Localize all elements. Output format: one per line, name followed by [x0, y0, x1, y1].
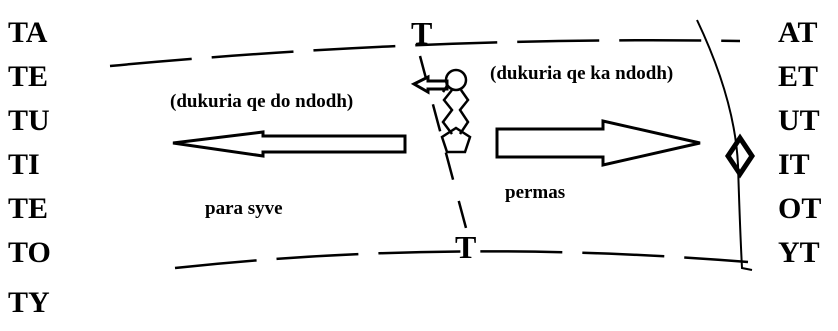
top-boundary-curve — [109, 39, 741, 68]
right-syllable: IT — [778, 148, 810, 181]
right-syllable: UT — [778, 104, 820, 137]
right-arrow-icon — [495, 119, 701, 167]
right-syllable: AT — [778, 16, 817, 49]
left-syllable: TA — [8, 16, 48, 49]
future-caption: (dukuria qe do ndodh) — [170, 91, 353, 112]
ahead-label: para syve — [205, 198, 283, 219]
diamond-icon — [724, 133, 756, 179]
past-caption: (dukuria qe ka ndodh) — [490, 63, 673, 84]
left-syllable-column: TA TE TU TI TE TO TY — [8, 16, 51, 319]
left-syllable: TE — [8, 192, 48, 225]
right-syllable-column: AT ET UT IT OT YT — [778, 16, 821, 269]
left-syllable: TU — [8, 104, 50, 137]
present-boundary-curve — [696, 19, 753, 271]
right-syllable: YT — [778, 236, 820, 269]
left-syllable: TO — [8, 236, 51, 269]
top-t-marker: T — [411, 15, 432, 51]
left-arrow-icon — [172, 130, 407, 158]
right-syllable: OT — [778, 192, 821, 225]
bottom-boundary-curve — [174, 250, 749, 270]
behind-label: permas — [505, 182, 565, 203]
right-syllable: ET — [778, 60, 818, 93]
bottom-t-marker: T — [455, 229, 476, 265]
left-syllable: TY — [8, 286, 50, 319]
small-left-arrow-icon — [410, 74, 449, 95]
left-syllable: TE — [8, 60, 48, 93]
left-syllable: TI — [8, 148, 40, 181]
person-figure-icon — [440, 68, 472, 154]
